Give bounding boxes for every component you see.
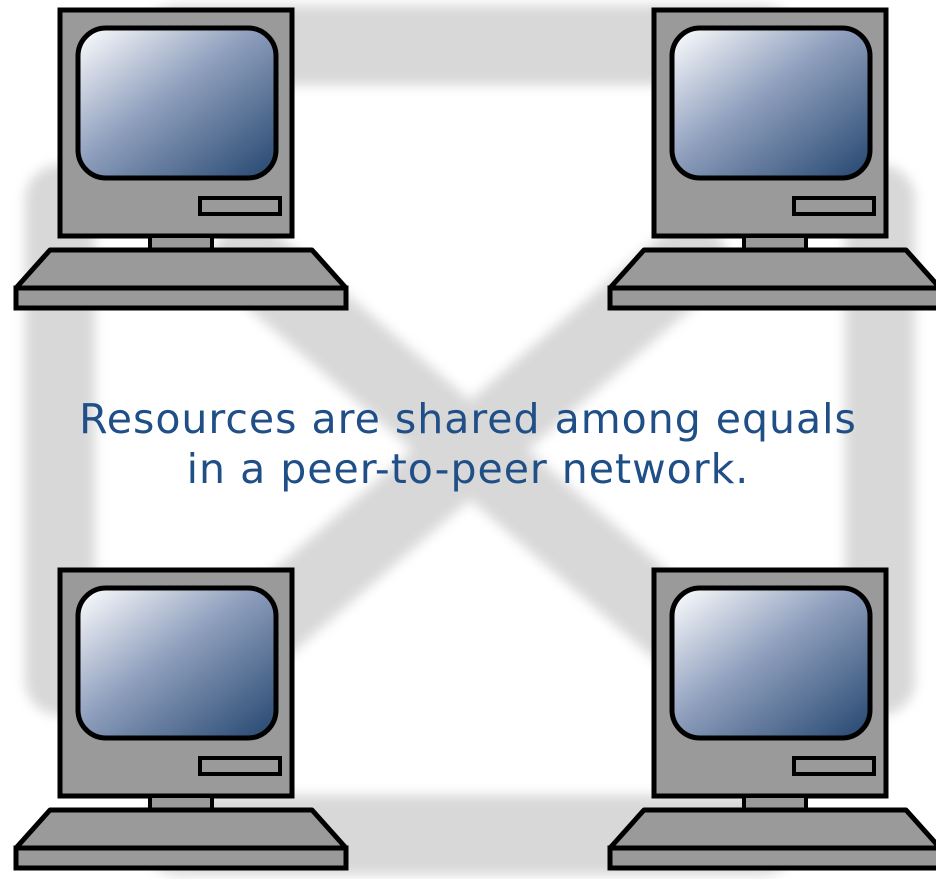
desktop-computer-icon [13,7,349,311]
computer-top-right [606,6,936,316]
desktop-computer-icon [13,567,349,871]
caption-line-1: Resources are shared among equals [79,395,857,443]
diagram-caption: Resources are shared among equals in a p… [0,394,936,494]
connection-diagonal-2 [212,222,728,678]
computer-bottom-left [12,566,352,876]
computer-bottom-right [606,566,936,876]
desktop-computer-icon [607,567,936,871]
computer-top-left [12,6,352,316]
caption-line-2: in a peer-to-peer network. [186,445,750,493]
desktop-computer-icon [607,7,936,311]
